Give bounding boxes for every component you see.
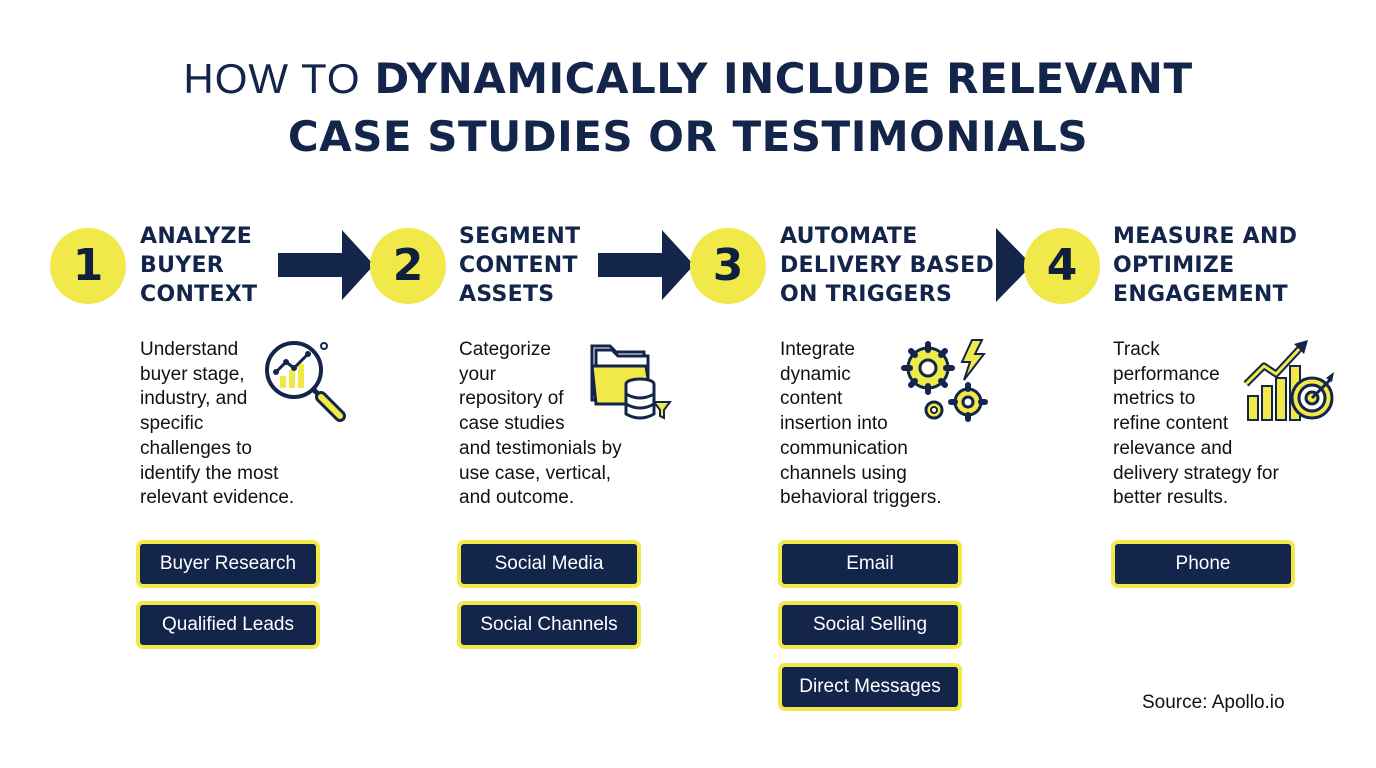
step-2-number: 2 [370, 228, 446, 304]
step-1-title: ANALYZE BUYER CONTEXT [140, 224, 258, 307]
growth-chart-target-icon [1243, 340, 1334, 421]
arrow-2-to-3-icon [598, 230, 694, 300]
step-1-description: Understand buyer stage, industry, and sp… [140, 339, 295, 509]
step-2-title: SEGMENT CONTENT ASSETS [459, 224, 581, 307]
folder-database-icon [590, 344, 672, 420]
tag-social-channels[interactable]: Social Channels [457, 601, 641, 649]
tag-email[interactable]: Email [778, 540, 962, 588]
magnifier-chart-icon [265, 341, 346, 422]
step-3-number: 3 [690, 228, 766, 304]
source-credit: Source: Apollo.io [1142, 692, 1285, 713]
tag-phone[interactable]: Phone [1111, 540, 1295, 588]
step-1-number: 1 [50, 228, 126, 304]
title-bold-line-2: CASE STUDIES OR TESTIMONIALS [287, 112, 1089, 161]
step-4-number: 4 [1024, 228, 1100, 304]
tag-qualified-leads[interactable]: Qualified Leads [136, 601, 320, 649]
tag-social-media[interactable]: Social Media [457, 540, 641, 588]
step-3-title: AUTOMATE DELIVERY BASED ON TRIGGERS [780, 224, 995, 307]
step-4-description: Track performance metrics to refine cont… [1113, 339, 1279, 509]
tag-direct-messages[interactable]: Direct Messages [778, 663, 962, 711]
step-2-description: Categorize your repository of case studi… [459, 339, 622, 509]
title-line-1: HOW TO DYNAMICALLY INCLUDE RELEVANT [0, 50, 1376, 108]
page-title: HOW TO DYNAMICALLY INCLUDE RELEVANT CASE… [0, 50, 1376, 166]
tag-buyer-research[interactable]: Buyer Research [136, 540, 320, 588]
arrow-1-to-2-icon [278, 230, 374, 300]
title-light: HOW TO [183, 55, 361, 102]
tag-social-selling[interactable]: Social Selling [778, 601, 962, 649]
gears-lightning-icon [901, 339, 988, 422]
step-3-description: Integrate dynamic content insertion into… [780, 339, 942, 509]
title-bold-line-1: DYNAMICALLY INCLUDE RELEVANT [374, 54, 1193, 103]
step-4-title: MEASURE AND OPTIMIZE ENGAGEMENT [1113, 224, 1298, 307]
arrow-3-to-4-icon [996, 228, 1032, 302]
